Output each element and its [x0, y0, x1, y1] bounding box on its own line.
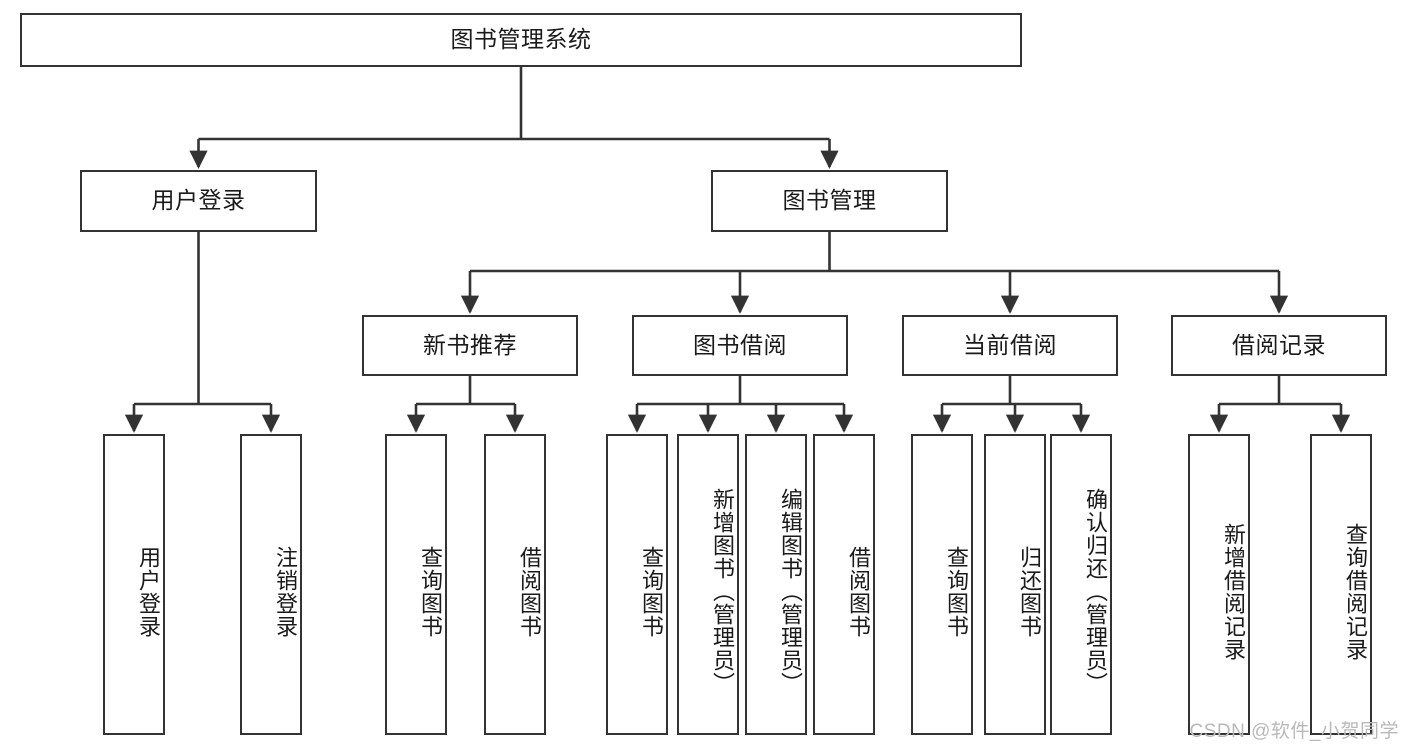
watermark-text: CSDN @软件_小贺同学: [1189, 721, 1399, 742]
level1-node-用户登录[interactable]: 用户登录: [80, 170, 317, 232]
leaf-node-图书借阅-新增图书管理员-label: 新增图书（管理员）: [710, 488, 735, 695]
level2-node-当前借阅-label: 当前借阅: [963, 331, 1057, 358]
level2-node-图书借阅-label: 图书借阅: [693, 331, 787, 358]
leaf-node-图书借阅-查询图书-label: 查询图书: [639, 545, 664, 638]
leaf-node-图书借阅-借阅图书-label: 借阅图书: [846, 545, 871, 638]
leaf-node-图书借阅-查询图书[interactable]: 查询图书: [606, 434, 668, 735]
level1-node-用户登录-label: 用户登录: [151, 187, 246, 214]
leaf-node-用户登录-用户登录[interactable]: 用户登录: [103, 434, 165, 735]
leaf-node-图书借阅-编辑图书管理员[interactable]: 编辑图书（管理员）: [745, 434, 807, 735]
leaf-node-新书推荐-查询图书[interactable]: 查询图书: [385, 434, 447, 735]
leaf-node-用户登录-注销登录[interactable]: 注销登录: [240, 434, 302, 735]
level2-node-新书推荐-label: 新书推荐: [423, 331, 517, 358]
level2-node-新书推荐[interactable]: 新书推荐: [362, 315, 578, 376]
root-node-图书管理系统-label: 图书管理系统: [450, 26, 592, 53]
leaf-node-借阅记录-查询借阅记录[interactable]: 查询借阅记录: [1310, 434, 1372, 735]
leaf-node-当前借阅-查询图书[interactable]: 查询图书: [911, 434, 973, 735]
leaf-node-借阅记录-新增借阅记录[interactable]: 新增借阅记录: [1188, 434, 1250, 735]
leaf-node-用户登录-注销登录-label: 注销登录: [273, 545, 298, 638]
leaf-node-当前借阅-确认归还管理员[interactable]: 确认归还（管理员）: [1050, 434, 1112, 735]
leaf-node-当前借阅-归还图书[interactable]: 归还图书: [984, 434, 1046, 735]
leaf-node-当前借阅-查询图书-label: 查询图书: [944, 545, 969, 638]
root-node-图书管理系统[interactable]: 图书管理系统: [20, 13, 1022, 67]
leaf-node-当前借阅-确认归还管理员-label: 确认归还（管理员）: [1083, 488, 1108, 695]
leaf-node-图书借阅-借阅图书[interactable]: 借阅图书: [813, 434, 875, 735]
leaf-node-借阅记录-新增借阅记录-label: 新增借阅记录: [1221, 522, 1246, 661]
leaf-node-新书推荐-借阅图书[interactable]: 借阅图书: [484, 434, 546, 735]
leaf-node-用户登录-用户登录-label: 用户登录: [136, 545, 161, 638]
leaf-node-当前借阅-归还图书-label: 归还图书: [1017, 545, 1042, 638]
leaf-node-新书推荐-查询图书-label: 查询图书: [418, 545, 443, 638]
leaf-node-图书借阅-新增图书管理员[interactable]: 新增图书（管理员）: [677, 434, 739, 735]
level2-node-当前借阅[interactable]: 当前借阅: [902, 315, 1118, 376]
leaf-node-借阅记录-查询借阅记录-label: 查询借阅记录: [1343, 522, 1368, 661]
level2-node-图书借阅[interactable]: 图书借阅: [632, 315, 848, 376]
level2-node-借阅记录[interactable]: 借阅记录: [1171, 315, 1387, 376]
leaf-node-新书推荐-借阅图书-label: 借阅图书: [517, 545, 542, 638]
level1-node-图书管理[interactable]: 图书管理: [711, 170, 948, 232]
level1-node-图书管理-label: 图书管理: [782, 187, 877, 214]
leaf-node-图书借阅-编辑图书管理员-label: 编辑图书（管理员）: [778, 488, 803, 695]
level2-node-借阅记录-label: 借阅记录: [1232, 331, 1326, 358]
